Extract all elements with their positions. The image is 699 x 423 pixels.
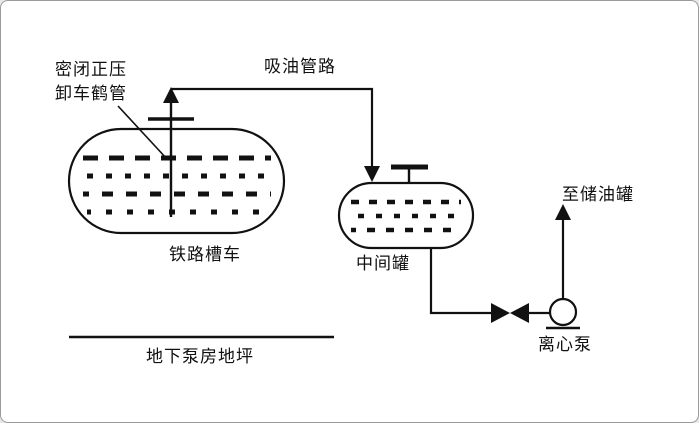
railway-tank-car-body xyxy=(67,127,286,235)
flow-arrow-up-suction-icon xyxy=(163,87,179,103)
pump-room-floor-label: 地下泵房地坪 xyxy=(146,347,254,366)
tank-outlet-pipe xyxy=(429,247,491,315)
flow-arrow-up-storage-icon xyxy=(555,204,571,220)
intermediate-tank-liquid-pattern xyxy=(347,199,465,233)
label-leader-line xyxy=(117,105,168,160)
unloading-arm-label-line1: 密闭正压 xyxy=(55,60,127,79)
unloading-arm-label: 密闭正压 卸车鹤管 xyxy=(55,58,127,106)
flow-arrow-down-icon xyxy=(364,166,380,182)
to-storage-tank-label: 至储油罐 xyxy=(562,185,634,204)
intermediate-tank-label: 中间罐 xyxy=(356,254,410,273)
suction-pipeline-line xyxy=(171,87,374,169)
centrifugal-pump-icon xyxy=(548,297,578,327)
centrifugal-pump-label: 离心泵 xyxy=(538,335,592,354)
suction-pipeline-label: 吸油管路 xyxy=(264,57,336,76)
unloading-arm-label-line2: 卸车鹤管 xyxy=(55,84,127,103)
railway-tank-car-label: 铁路槽车 xyxy=(169,245,241,264)
valve-icon xyxy=(491,303,529,323)
railway-tank-liquid-pattern xyxy=(79,155,274,215)
